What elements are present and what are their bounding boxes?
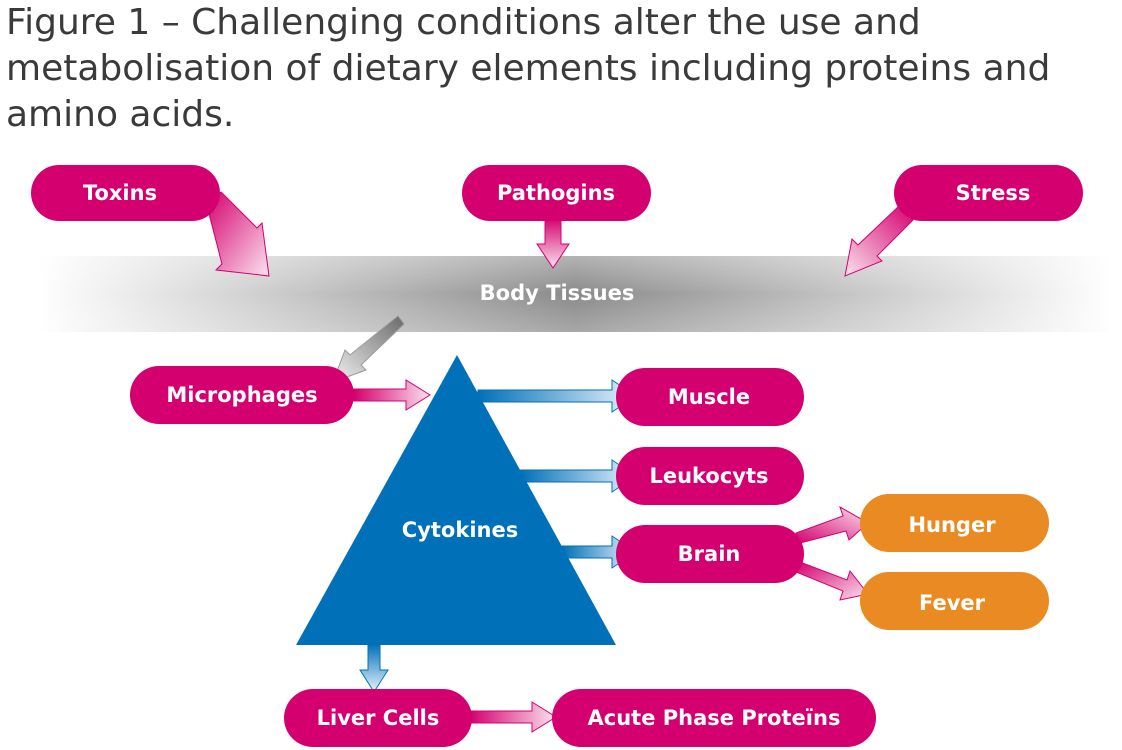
figure-title: Figure 1 – Challenging conditions alter … (6, 0, 1106, 138)
node-liver-cells: Liver Cells (284, 689, 472, 747)
node-brain: Brain (616, 525, 804, 583)
arrow-microphages-to-cytokines (353, 379, 431, 411)
node-microphages: Microphages (130, 366, 354, 424)
body-tissues-label: Body Tissues (480, 281, 635, 305)
figure-title-line-1: Figure 1 – Challenging conditions alter … (6, 2, 921, 43)
arrow-liver-cells-to-acute-phase-proteins (469, 701, 557, 733)
node-hunger: Hunger (860, 494, 1049, 552)
node-microphages-label: Microphages (166, 383, 317, 407)
node-leukocyts-label: Leukocyts (649, 464, 768, 488)
arrow-toxins-to-body-tissues (206, 191, 270, 277)
node-stress-label: Stress (956, 181, 1031, 205)
node-liver-cells-label: Liver Cells (317, 706, 440, 730)
node-stress: Stress (894, 165, 1083, 221)
arrow-stress-to-body-tissues (844, 205, 914, 277)
arrow-pathogins-to-body-tissues (536, 217, 570, 269)
node-muscle-label: Muscle (668, 385, 750, 409)
node-fever-label: Fever (919, 591, 986, 615)
node-hunger-label: Hunger (908, 513, 996, 537)
arrow-cytokines-to-muscle (477, 379, 637, 413)
arrow-body-tissues-to-microphages (332, 315, 405, 383)
node-acute-phase-proteins: Acute Phase Proteïns (552, 689, 876, 747)
node-acute-phase-proteins-label: Acute Phase Proteïns (588, 706, 841, 730)
figure-title-line-3: amino acids. (6, 94, 235, 135)
body-tissues-band: Body Tissues (38, 256, 1112, 332)
cytokines-label: Cytokines (402, 518, 518, 542)
node-muscle: Muscle (616, 368, 804, 426)
node-fever: Fever (860, 572, 1049, 630)
arrow-brain-to-hunger (795, 505, 869, 544)
node-toxins: Toxins (31, 165, 220, 221)
figure-title-line-2: metabolisation of dietary elements inclu… (6, 48, 1051, 89)
arrow-cytokines-to-liver-cells (359, 643, 389, 693)
node-pathogins-label: Pathogins (497, 181, 615, 205)
node-toxins-label: Toxins (83, 181, 157, 205)
cytokines-triangle: Cytokines (296, 355, 616, 645)
node-brain-label: Brain (678, 542, 741, 566)
node-pathogins: Pathogins (462, 165, 651, 221)
node-leukocyts: Leukocyts (616, 447, 804, 505)
arrow-brain-to-fever (795, 561, 869, 601)
